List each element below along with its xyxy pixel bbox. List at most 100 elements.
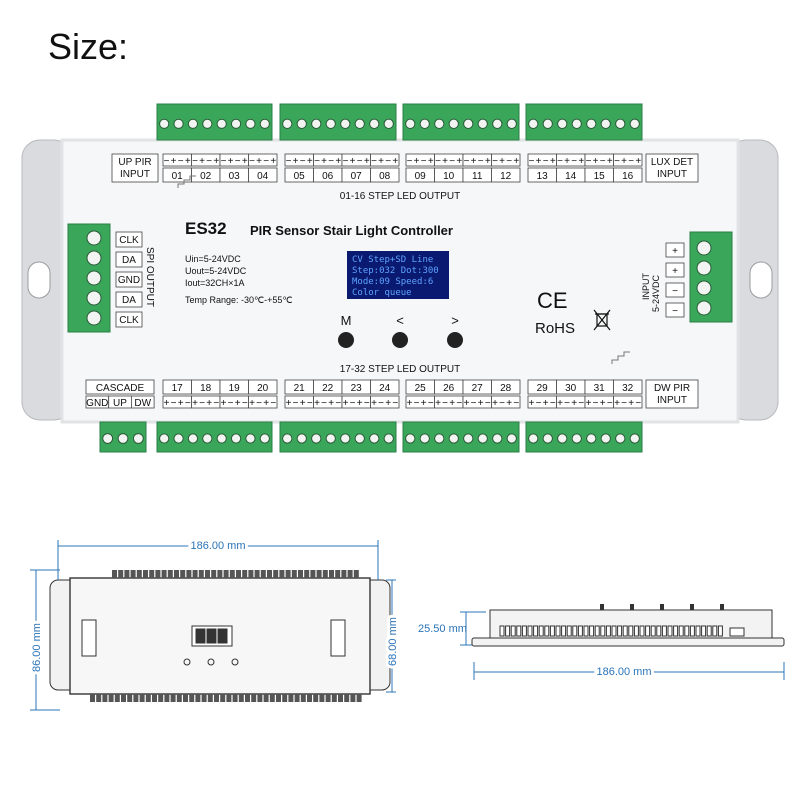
bottom-polarity-mark: + <box>407 398 413 409</box>
button-prev-label: < <box>396 313 404 328</box>
top-polarity-mark: + <box>635 156 641 167</box>
terminal-screw <box>159 118 170 129</box>
side-length-dimension: 186.00 mm <box>596 666 651 678</box>
bottom-polarity-mark: + <box>328 398 334 409</box>
dw-pir-label: DW PIR <box>654 383 690 394</box>
terminal-screw <box>615 433 626 444</box>
bottom-polarity-mark: − <box>256 398 262 409</box>
top-polarity-mark: − <box>614 156 620 167</box>
top-polarity-mark: + <box>378 156 384 167</box>
top-channel-number-14: 14 <box>565 171 577 182</box>
bottom-polarity-mark: + <box>435 398 441 409</box>
stairs-icon-bottom <box>611 351 630 364</box>
terminal-screw <box>259 118 270 129</box>
top-polarity-mark: + <box>499 156 505 167</box>
bottom-polarity-mark: + <box>529 398 535 409</box>
next-button[interactable] <box>447 332 463 348</box>
bottom-channel-number-17: 17 <box>172 383 184 394</box>
terminal-screw <box>542 118 553 129</box>
bottom-channel-number-27: 27 <box>472 383 484 394</box>
terminal-screw <box>187 433 199 444</box>
button-next-label: > <box>451 313 459 328</box>
display-line-2: Step:032 Dot:300 <box>352 266 439 276</box>
top-polarity-mark: − <box>343 156 349 167</box>
bottom-terminal-blocks <box>99 421 643 453</box>
bottom-polarity-mark: + <box>263 398 269 409</box>
terminal-screw <box>600 433 611 444</box>
terminal-screw <box>542 433 553 444</box>
top-view-drawing <box>49 570 391 702</box>
terminal-screw <box>434 118 445 129</box>
terminal-screw <box>557 118 568 129</box>
bottom-polarity-mark: − <box>607 398 613 409</box>
bottom-terminal-block-2 <box>279 421 397 453</box>
top-polarity-mark: + <box>213 156 219 167</box>
side-terminal-blocks <box>67 223 733 333</box>
terminal-screw <box>506 118 517 129</box>
bottom-polarity-mark: − <box>213 398 219 409</box>
product-title: PIR Sensor Stair Light Controller <box>250 223 453 238</box>
top-polarity-mark: + <box>593 156 599 167</box>
bottom-terminal-block-1 <box>156 421 273 453</box>
input-label: INPUT <box>641 272 651 300</box>
bottom-polarity-mark: − <box>350 398 356 409</box>
up-pir-input-label: INPUT <box>120 169 150 180</box>
terminal-screw <box>696 300 712 316</box>
input-pin-box <box>665 262 685 278</box>
terminal-screw <box>117 433 129 444</box>
bottom-polarity-mark: − <box>635 398 641 409</box>
stairs-icon-top <box>177 175 196 188</box>
prev-button[interactable] <box>392 332 408 348</box>
bottom-polarity-mark: − <box>593 398 599 409</box>
ce-mark: CE <box>537 288 568 313</box>
mode-button[interactable] <box>338 332 354 348</box>
bottom-polarity-mark: − <box>428 398 434 409</box>
spec-temp-range: Temp Range: -30℃-+55℃ <box>185 295 293 305</box>
top-polarity-mark: + <box>171 156 177 167</box>
terminal-screw <box>528 118 539 129</box>
terminal-screw <box>586 118 597 129</box>
length-dimension: 186.00 mm <box>190 540 245 552</box>
bottom-polarity-mark: − <box>550 398 556 409</box>
rohs-mark: RoHS <box>535 320 575 337</box>
top-polarity-mark: − <box>164 156 170 167</box>
terminal-screw <box>86 250 102 266</box>
terminal-screw <box>173 433 184 444</box>
bottom-polarity-mark: + <box>371 398 377 409</box>
top-channel-number-09: 09 <box>415 171 427 182</box>
top-polarity-mark: + <box>185 156 191 167</box>
bottom-polarity-box <box>613 395 643 409</box>
left-mounting-hole <box>27 261 51 299</box>
terminal-screw <box>586 433 597 444</box>
bottom-terminal-block-4 <box>525 421 643 453</box>
bottom-channel-number-18: 18 <box>200 383 212 394</box>
terminal-screw <box>102 433 114 444</box>
terminal-screw <box>463 118 474 129</box>
bottom-polarity-mark: − <box>485 398 491 409</box>
bottom-polarity-mark: − <box>392 398 398 409</box>
input-pin-0: + <box>672 246 678 257</box>
top-polarity-mark: − <box>492 156 498 167</box>
cascade-label: CASCADE <box>96 383 145 394</box>
lux-det-label-box <box>645 153 699 183</box>
top-channel-number-02: 02 <box>200 171 212 182</box>
right-mounting-hole <box>749 261 773 299</box>
terminal-screw <box>354 433 365 444</box>
terminal-screw <box>448 433 459 444</box>
terminal-screw <box>448 118 459 129</box>
terminal-screw <box>629 433 640 444</box>
bottom-polarity-mark: − <box>414 398 420 409</box>
top-polarity-mark: − <box>449 156 455 167</box>
bottom-polarity-mark: + <box>492 398 498 409</box>
top-polarity-mark: + <box>228 156 234 167</box>
terminal-screw <box>434 433 445 444</box>
top-polarity-mark: + <box>414 156 420 167</box>
terminal-screw <box>132 433 144 444</box>
top-polarity-mark: − <box>328 156 334 167</box>
bottom-polarity-mark: + <box>628 398 634 409</box>
top-channel-number-05: 05 <box>294 171 306 182</box>
top-polarity-mark: + <box>513 156 519 167</box>
terminal-screw <box>383 118 394 129</box>
terminal-screw <box>86 230 102 246</box>
